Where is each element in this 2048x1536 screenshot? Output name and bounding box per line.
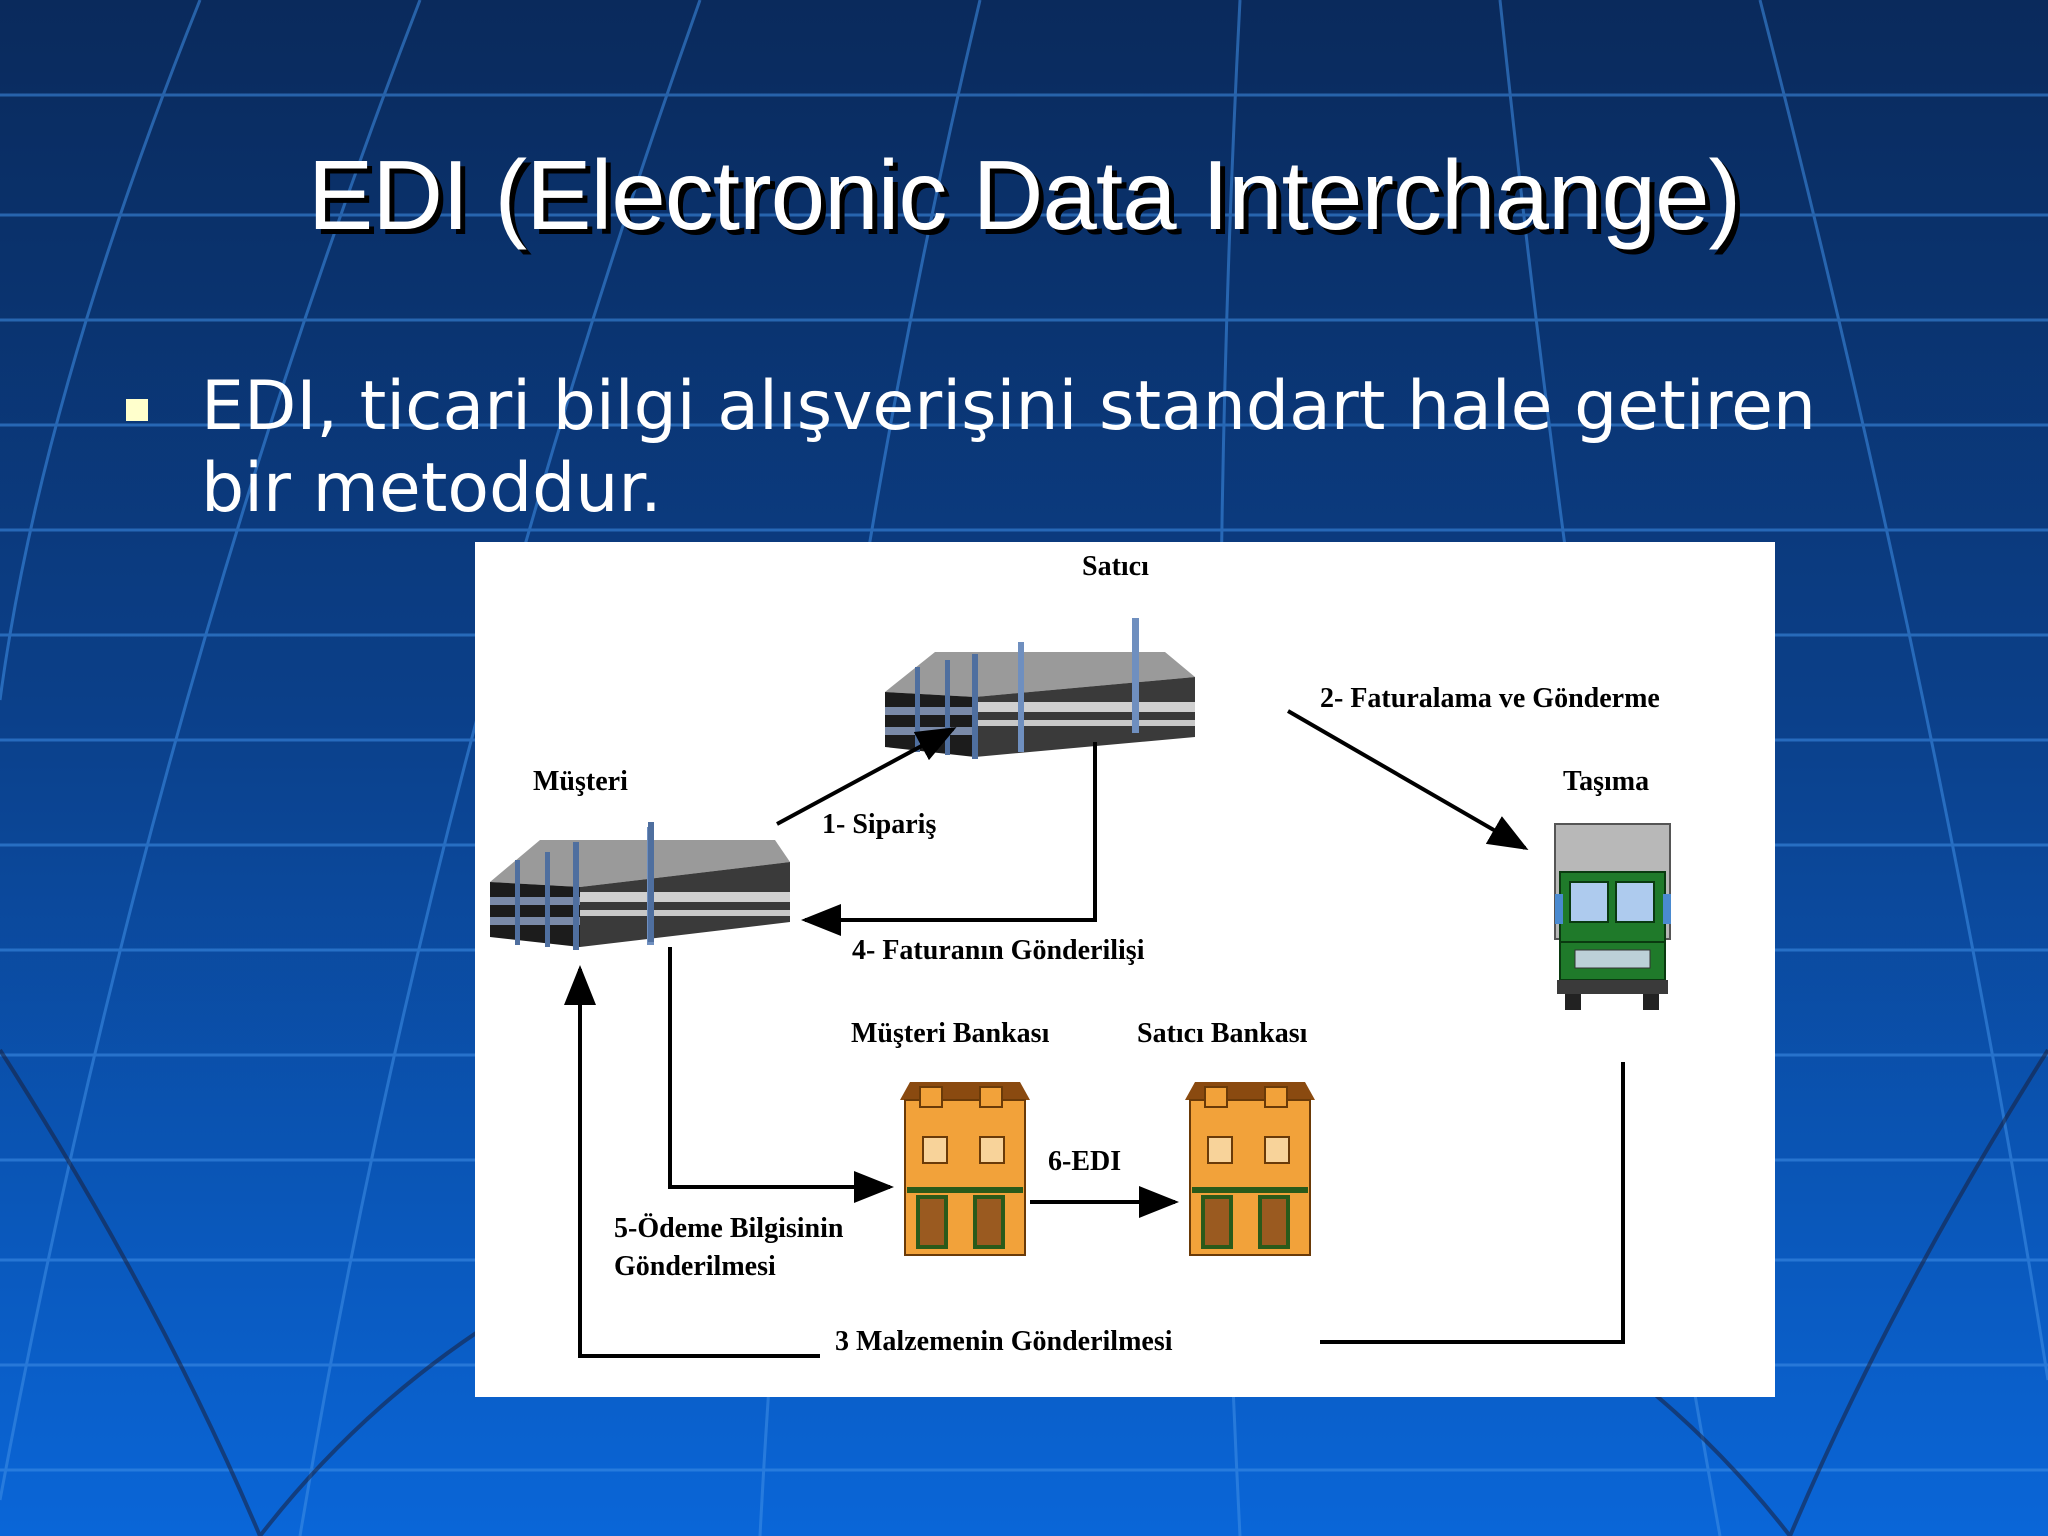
- bullet-text: EDI, ticari bilgi alışverişini standart …: [201, 367, 1817, 528]
- bullet-square-icon: [126, 399, 148, 421]
- label-satici: Satıcı: [1082, 551, 1149, 582]
- label-step5-line2: Gönderilmesi: [614, 1251, 776, 1282]
- edi-flow-diagram: Satıcı 2- Faturalama ve Gönderme Müşteri…: [475, 542, 1775, 1397]
- truck-icon: [1554, 823, 1671, 1010]
- label-step2: 2- Faturalama ve Gönderme: [1320, 683, 1660, 714]
- label-tasima: Taşıma: [1563, 766, 1650, 797]
- satici-building-icon: [885, 618, 1195, 759]
- musteri-bank-icon: [900, 1082, 1030, 1256]
- label-step6: 6-EDI: [1048, 1146, 1122, 1177]
- label-step3: 3 Malzemenin Gönderilmesi: [835, 1326, 1173, 1357]
- slide-title: EDI (Electronic Data Interchange): [307, 140, 1741, 250]
- label-step5-line1: 5-Ödeme Bilgisinin: [614, 1213, 844, 1244]
- label-step1: 1- Sipariş: [822, 809, 937, 840]
- arrow-malzeme-return: [564, 965, 820, 1358]
- arrow-siparis: [776, 727, 957, 826]
- satici-bank-icon: [1185, 1082, 1315, 1256]
- label-musteri: Müşteri: [533, 766, 628, 797]
- arrow-faturalama: [1286, 709, 1529, 851]
- label-satici-bankasi: Satıcı Bankası: [1137, 1018, 1308, 1049]
- diagram-graphics: [490, 618, 1671, 1358]
- arrow-malzeme: [1320, 1062, 1625, 1344]
- label-musteri-bankasi: Müşteri Bankası: [851, 1018, 1050, 1049]
- arrow-odeme-bilgisi: [668, 947, 894, 1203]
- musteri-building-icon: [490, 822, 790, 950]
- label-step4: 4- Faturanın Gönderilişi: [852, 935, 1145, 966]
- arrow-fatura-gonderilisi: [801, 742, 1097, 936]
